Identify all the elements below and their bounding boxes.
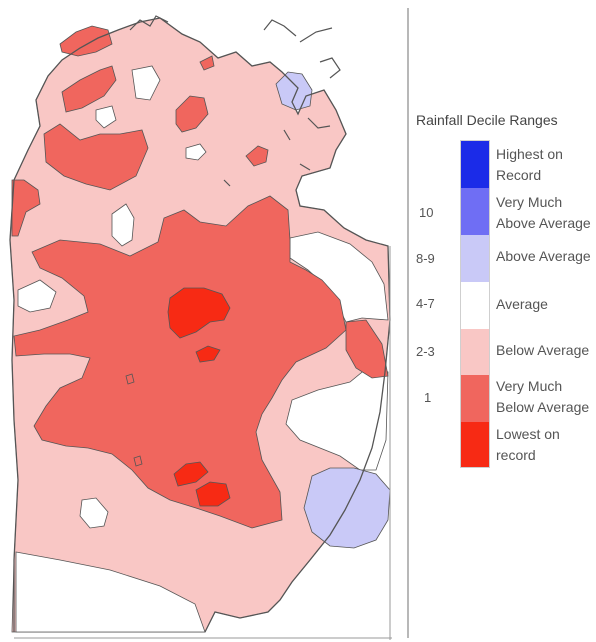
legend-title: Rainfall Decile Ranges [416, 112, 558, 128]
decile-label-10: 10 [419, 205, 434, 220]
region-very-much-below-west-coast [11, 179, 41, 237]
region-lowest-on-record-dot-a [125, 373, 135, 385]
region-above-average-north [275, 71, 313, 111]
legend-swatch-below-average [460, 329, 490, 375]
region-very-much-below-north-west [43, 123, 149, 191]
legend-swatch-lowest-on-record [460, 422, 490, 468]
region-very-much-below-north-east [245, 145, 269, 167]
legend-swatch-very-much-above-average [460, 188, 490, 235]
region-average-southwest [79, 497, 109, 529]
map-canvas [9, 15, 392, 640]
region-very-much-below-north-island [59, 25, 113, 57]
region-very-much-below-east [345, 319, 389, 379]
region-average-west [17, 279, 57, 313]
panel-divider [407, 8, 409, 638]
region-average-central-west [111, 203, 135, 247]
decile-label-4-7: 4-7 [416, 296, 435, 311]
region-lowest-on-record-south-a [173, 461, 209, 487]
legend-swatch-highest-on-record [460, 140, 490, 188]
legend-label-lowest-on-record: Lowest on record [496, 426, 560, 463]
region-lowest-on-record-central [167, 287, 231, 339]
region-very-much-below-north-inland [175, 95, 209, 133]
legend-label-above-average: Above Average [496, 248, 591, 264]
legend-label-highest-on-record: Highest on Record [496, 146, 563, 183]
region-lowest-on-record-dot-b [133, 455, 143, 467]
legend-swatch-average [460, 282, 490, 329]
legend-label-average: Average [496, 296, 548, 312]
region-above-average-south-east [303, 467, 391, 549]
region-lowest-on-record-mid [195, 345, 221, 363]
region-average-north-west [131, 65, 161, 101]
decile-label-8-9: 8-9 [416, 251, 435, 266]
legend-label-below-average: Below Average [496, 342, 590, 358]
legend-swatch-above-average [460, 235, 490, 282]
coastline-islands [129, 15, 341, 187]
legend-swatch-very-much-below-average [460, 375, 490, 422]
region-average-east [289, 231, 389, 323]
region-average-south [15, 551, 206, 633]
legend-label-very-much-below-average: Very Much Below Average [496, 378, 590, 415]
coastline-outline [9, 17, 391, 633]
region-very-much-below-main [13, 195, 347, 529]
rainfall-decile-map [9, 15, 392, 640]
decile-label-2-3: 2-3 [416, 344, 435, 359]
legend-label-very-much-above-average: Very Much Above Average [496, 194, 591, 231]
region-very-much-below-north-coast [61, 65, 117, 113]
decile-label-1: 1 [424, 390, 432, 405]
region-average-north-small [95, 105, 117, 129]
region-very-much-below-north-dot [199, 55, 215, 71]
region-average-north-center [185, 143, 207, 161]
region-lowest-on-record-south-b [195, 481, 231, 507]
